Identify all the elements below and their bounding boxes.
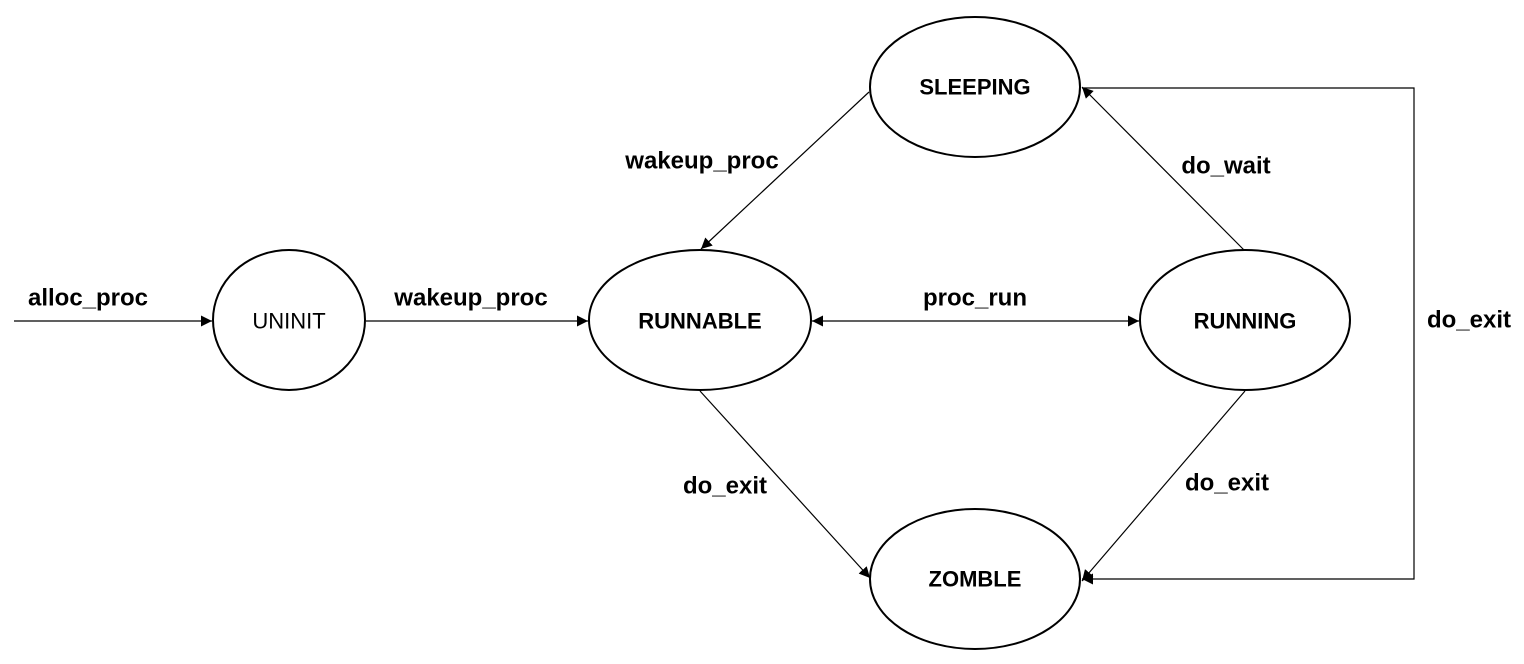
edge-running-to-zomble <box>1081 390 1246 582</box>
state-runnable <box>588 249 812 391</box>
edge-running-to-sleeping <box>1081 86 1245 251</box>
state-uninit <box>212 249 366 391</box>
label-sleeping-to-runnable: wakeup_proc <box>624 148 778 175</box>
state-sleeping-label: SLEEPING <box>919 75 1030 100</box>
state-uninit-label: UNINIT <box>252 309 325 334</box>
state-runnable-label: RUNNABLE <box>638 309 761 334</box>
state-zomble <box>869 508 1081 650</box>
state-sleeping <box>869 16 1081 158</box>
label-running-to-sleeping: do_wait <box>1181 153 1270 180</box>
edge-runnable-to-zomble <box>699 390 871 579</box>
state-zomble-label: ZOMBLE <box>929 567 1022 592</box>
label-running-to-zomble: do_exit <box>1185 470 1269 497</box>
edge-sleeping-to-runnable <box>700 91 870 250</box>
label-alloc-proc: alloc_proc <box>28 285 148 312</box>
edge-sleeping-to-zomble <box>1082 87 1415 585</box>
label-sleeping-to-zomble: do_exit <box>1427 307 1511 334</box>
label-uninit-to-runnable: wakeup_proc <box>393 285 547 312</box>
label-runnable-running: proc_run <box>923 285 1027 312</box>
label-runnable-to-zomble: do_exit <box>683 473 767 500</box>
state-running-label: RUNNING <box>1194 309 1297 334</box>
state-running <box>1139 249 1351 391</box>
